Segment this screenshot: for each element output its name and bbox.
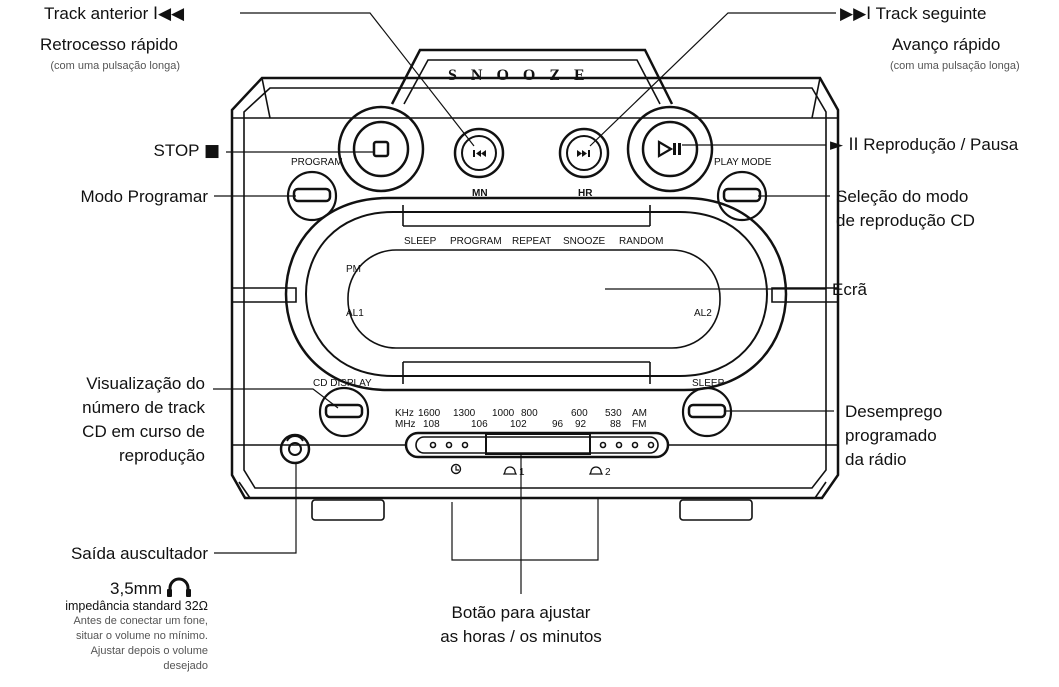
label-screen: Ecrã bbox=[832, 280, 867, 299]
leader-prev bbox=[240, 12, 475, 147]
headphone-jack bbox=[279, 433, 311, 465]
indicator-sleep: SLEEP bbox=[404, 236, 437, 247]
label-headphone-note-3: Ajustar depois o volume bbox=[90, 645, 208, 657]
khz-tick-1000: 1000 bbox=[492, 408, 515, 419]
mn-label: MN bbox=[472, 188, 488, 199]
indicator-snooze: SNOOZE bbox=[563, 236, 606, 247]
device-body bbox=[230, 76, 840, 500]
khz-tick-800: 800 bbox=[521, 408, 538, 419]
headphone-icon bbox=[168, 577, 190, 595]
indicator-program: PROGRAM bbox=[450, 236, 502, 247]
program-button-label: PROGRAM bbox=[291, 157, 343, 168]
label-fast-forward: Avanço rápido bbox=[892, 35, 1001, 54]
mhz-label: MHz bbox=[395, 419, 416, 430]
indicator-repeat: REPEAT bbox=[512, 236, 551, 247]
leader-next bbox=[589, 12, 836, 147]
mhz-tick-88: 88 bbox=[610, 419, 622, 430]
label-cd-display-4: reprodução bbox=[118, 446, 205, 465]
label-headphone-note-2: situar o volume no mínimo. bbox=[75, 630, 208, 642]
display-housing bbox=[284, 196, 788, 392]
mhz-tick-92: 92 bbox=[575, 419, 587, 430]
play-mode-button-label: PLAY MODE bbox=[714, 157, 772, 168]
mhz-tick-106: 106 bbox=[471, 419, 488, 430]
prev-track-icon: I◀◀ bbox=[152, 4, 185, 24]
label-long-press-right: (com uma pulsação longa) bbox=[890, 60, 1020, 72]
label-cd-display-3: CD em curso de bbox=[82, 422, 205, 441]
alarm-2-label: 2 bbox=[605, 467, 611, 478]
pm-indicator: PM bbox=[346, 264, 361, 275]
label-prev-track: Track anterior I◀◀ bbox=[44, 4, 185, 24]
al1-indicator: AL1 bbox=[346, 308, 364, 319]
leader-cd-display bbox=[213, 388, 339, 409]
label-headphone-note-1: Antes de conectar um fone, bbox=[73, 615, 208, 627]
display-screen bbox=[347, 249, 721, 349]
label-time-button-1: Botão para ajustar bbox=[451, 603, 591, 622]
label-stop: STOP ■ bbox=[153, 141, 220, 161]
sleep-button-label: SLEEP bbox=[692, 378, 725, 389]
fm-label: FM bbox=[632, 419, 646, 430]
alarm-1-label: 1 bbox=[519, 467, 525, 478]
khz-tick-1300: 1300 bbox=[453, 408, 476, 419]
al2-indicator: AL2 bbox=[694, 308, 712, 319]
foot-left bbox=[311, 499, 385, 521]
mhz-tick-96: 96 bbox=[552, 419, 564, 430]
label-next-track: ▶▶I Track seguinte bbox=[840, 4, 987, 24]
label-cd-display-2: número de track bbox=[82, 398, 205, 417]
label-long-press-left: (com uma pulsação longa) bbox=[50, 60, 180, 72]
brand-snooze-text: SNOOZE bbox=[448, 67, 599, 84]
label-sleep-1: Desemprego bbox=[845, 402, 943, 421]
mhz-tick-108: 108 bbox=[423, 419, 440, 430]
next-track-icon: ▶▶I bbox=[840, 4, 872, 24]
label-play-pause: ► II Reprodução / Pausa bbox=[830, 135, 1019, 155]
am-label: AM bbox=[632, 408, 647, 419]
label-play-mode-sel-2: de reprodução CD bbox=[836, 211, 975, 230]
hr-label: HR bbox=[578, 188, 593, 199]
label-headphone-1: Saída auscultador bbox=[70, 544, 208, 563]
leader-time-bracket bbox=[451, 497, 599, 561]
label-headphone-3: impedância standard 32Ω bbox=[65, 599, 208, 613]
play-pause-icon: ► II bbox=[830, 135, 859, 155]
label-headphone-note-4: desejado bbox=[163, 660, 208, 672]
indicator-random: RANDOM bbox=[619, 236, 663, 247]
label-rewind: Retrocesso rápido bbox=[40, 35, 178, 54]
label-cd-display-1: Visualização do bbox=[86, 374, 205, 393]
mhz-tick-102: 102 bbox=[510, 419, 527, 430]
khz-label: KHz bbox=[395, 408, 414, 419]
label-play-mode-sel-1: Seleção do modo bbox=[836, 187, 969, 206]
stop-icon: ■ bbox=[203, 141, 220, 161]
foot-right bbox=[679, 499, 753, 521]
leader-headphone bbox=[214, 463, 297, 554]
khz-tick-1600: 1600 bbox=[418, 408, 441, 419]
label-sleep-3: da rádio bbox=[845, 450, 907, 469]
label-headphone-2: 3,5mm bbox=[110, 579, 162, 598]
label-program-mode: Modo Programar bbox=[80, 187, 208, 206]
label-time-button-2: as horas / os minutos bbox=[440, 627, 602, 646]
khz-tick-530: 530 bbox=[605, 408, 622, 419]
khz-tick-600: 600 bbox=[571, 408, 588, 419]
cd-display-button-label: CD DISPLAY bbox=[313, 378, 372, 389]
label-sleep-2: programado bbox=[845, 426, 937, 445]
